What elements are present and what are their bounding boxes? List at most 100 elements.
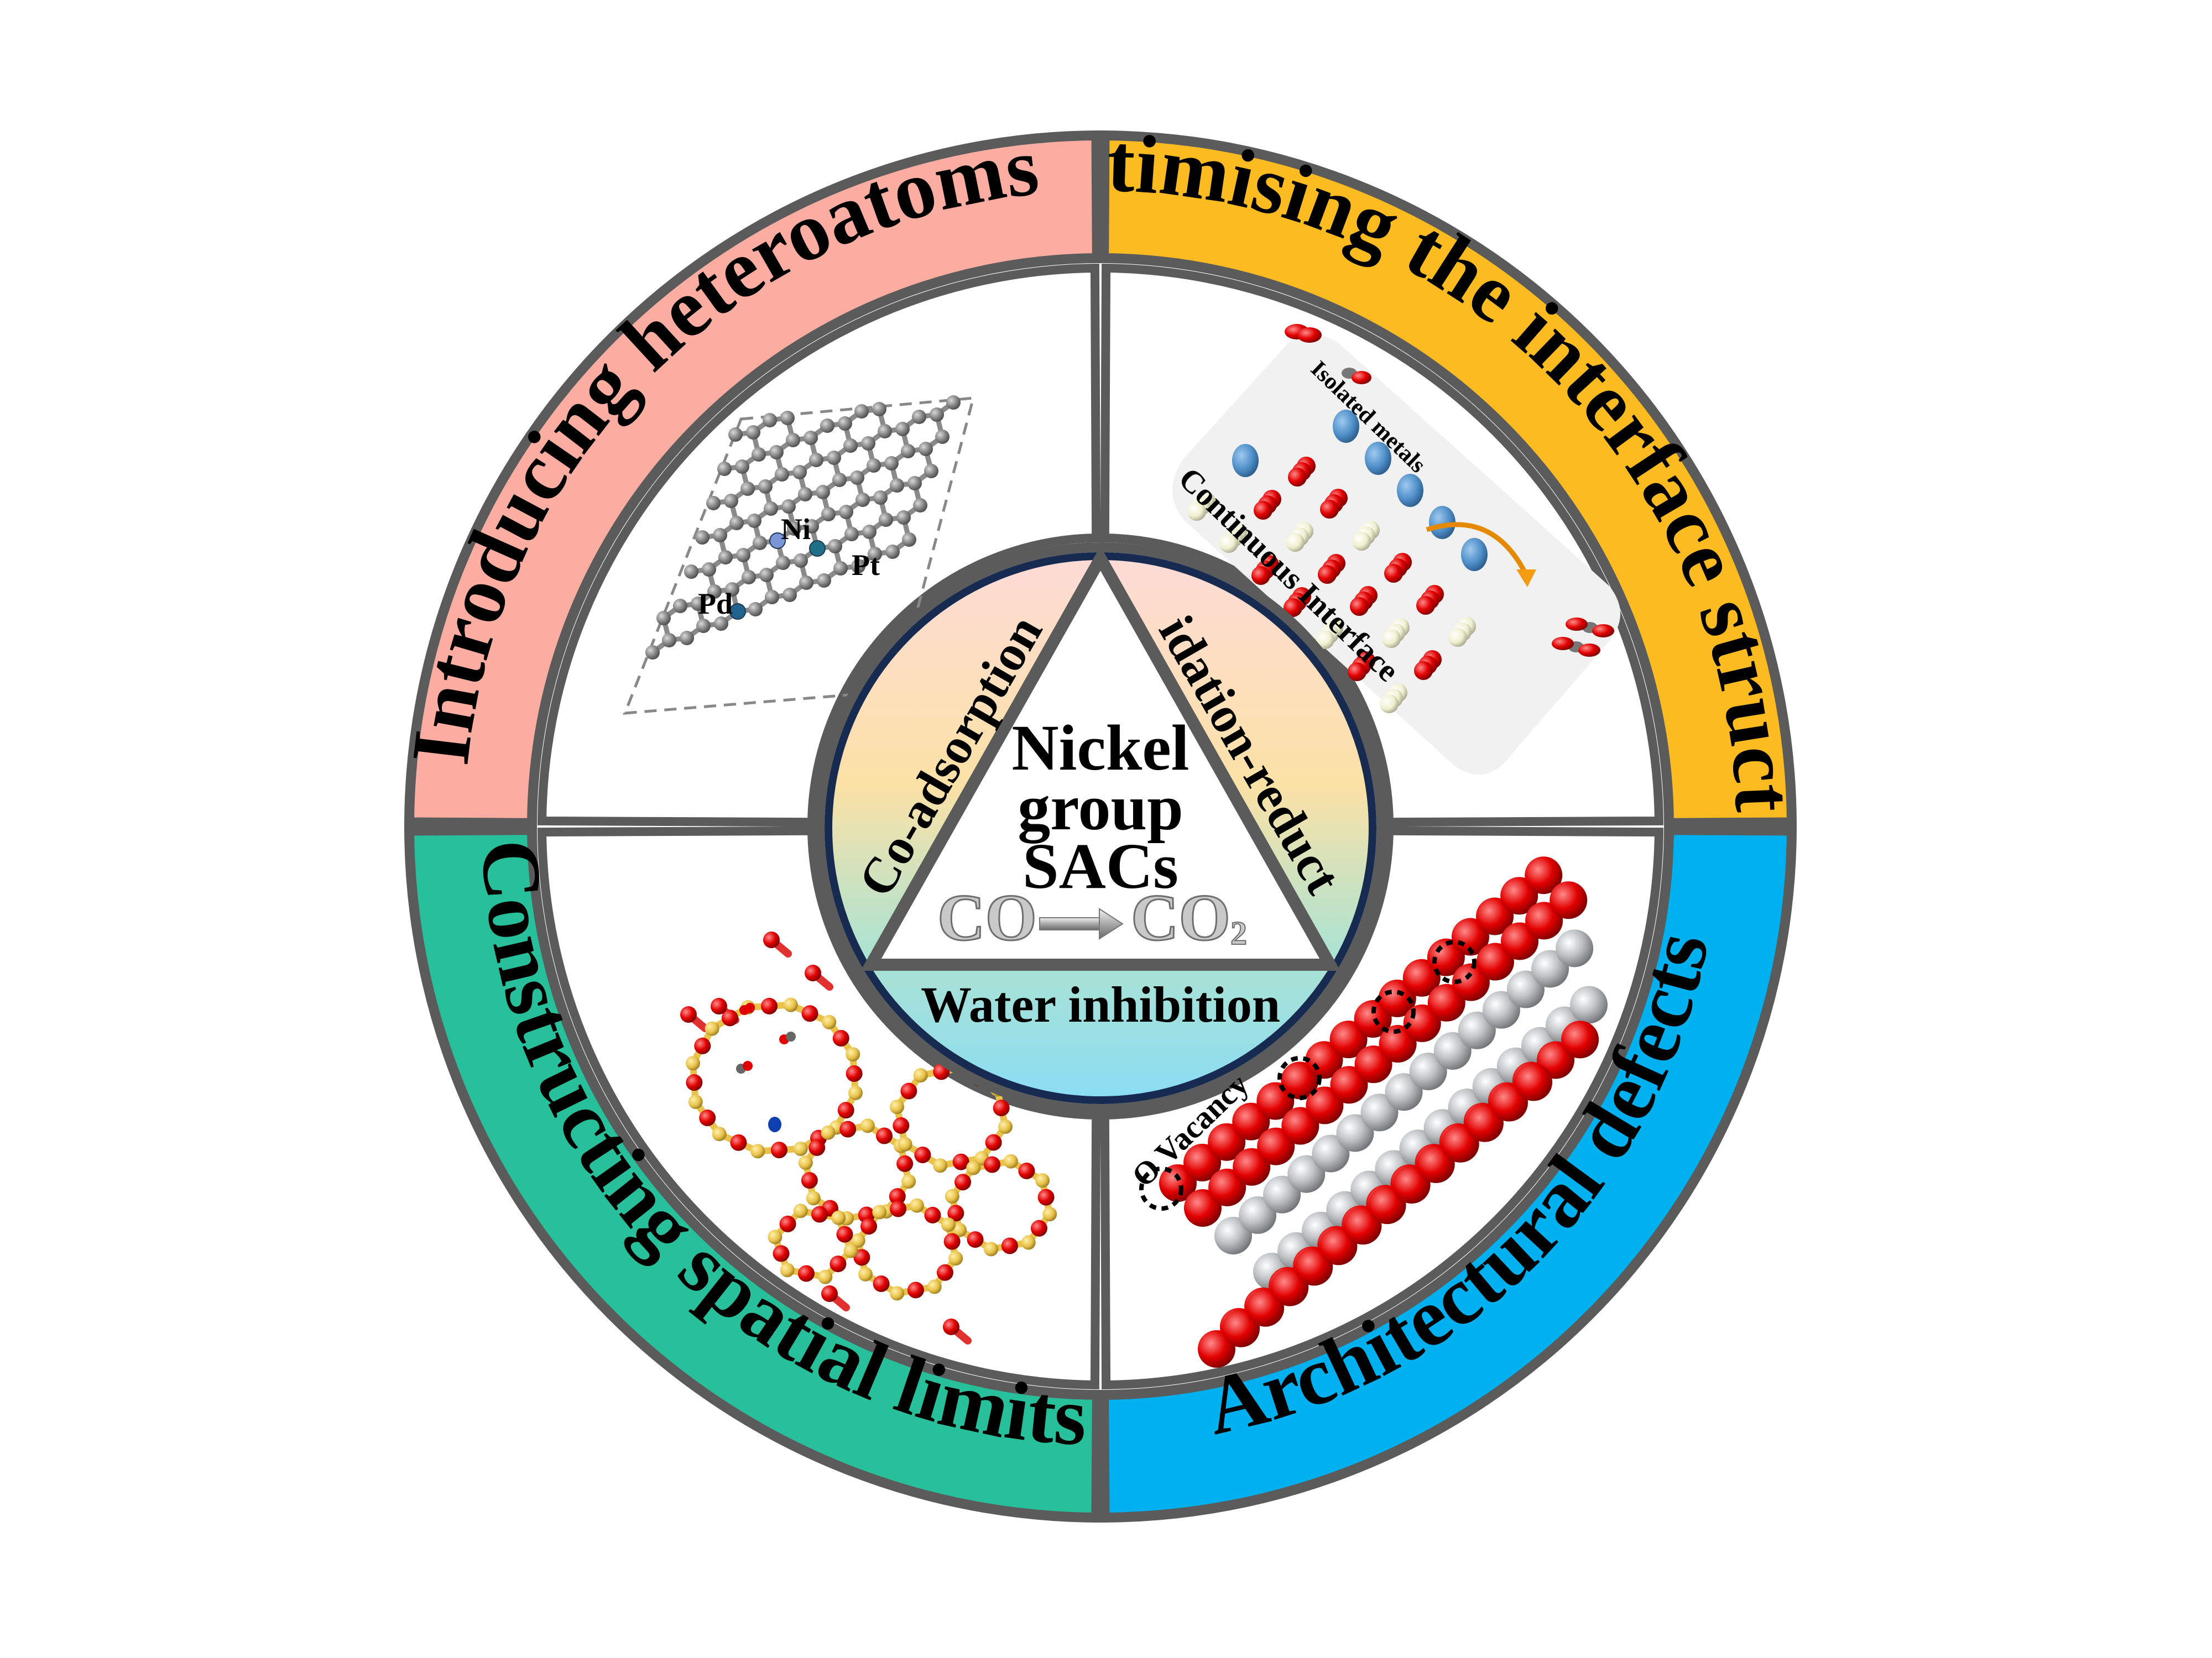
- oxygen-atom: [1001, 1237, 1018, 1254]
- center-title-line-2: group: [1018, 771, 1183, 844]
- silicon-atom: [941, 1217, 956, 1232]
- outer-ring: [404, 130, 1797, 1523]
- metal-atom: [1333, 410, 1359, 443]
- oxygen-atom: [761, 997, 778, 1014]
- carbon-atom: [717, 462, 732, 476]
- silicon-atom: [793, 1141, 808, 1156]
- silicon-atom: [890, 1286, 905, 1301]
- carbon-atom: [662, 633, 676, 647]
- silicon-atom: [843, 1243, 858, 1258]
- carbon-atom: [854, 404, 869, 419]
- oxygen-atom: [763, 932, 780, 948]
- silicon-atom: [952, 1222, 967, 1237]
- atom-pd: [729, 603, 746, 620]
- carbon-atom: [776, 556, 790, 570]
- silicon-atom: [998, 1119, 1013, 1134]
- carbon-atom: [753, 536, 767, 550]
- center-title-line-1: Nickel: [1011, 712, 1189, 784]
- carbon-atom: [873, 490, 888, 505]
- carbon-atom: [851, 559, 865, 573]
- carbon-atom: [843, 438, 858, 453]
- silicon-atom: [750, 1144, 765, 1159]
- oxygen-atom: [936, 1264, 953, 1281]
- metal-atom: [1429, 506, 1455, 539]
- side-label-water-inhibition: Water inhibition: [921, 976, 1280, 1033]
- metal-atom: [1397, 474, 1423, 507]
- carbon-atom: [919, 442, 933, 456]
- carbon-atom: [736, 548, 750, 562]
- carbon-atom: [804, 431, 818, 445]
- carbon-atom: [912, 410, 926, 424]
- oxygen-atom: [686, 1074, 703, 1091]
- silicon-atom: [768, 1230, 782, 1244]
- silicon-atom: [818, 1269, 833, 1284]
- oxygen-atom: [680, 1006, 697, 1023]
- silicon-atom: [705, 1021, 719, 1036]
- carbon-atom: [935, 430, 950, 444]
- carbon-atom: [821, 507, 836, 521]
- oxygen-atom: [773, 1245, 790, 1262]
- silicon-atom: [1035, 1173, 1050, 1188]
- support-atom: [1352, 532, 1371, 551]
- oxygen-atom: [993, 1100, 1010, 1117]
- carbon-atom: [781, 499, 796, 514]
- carbon-atom: [780, 411, 795, 425]
- carbon-atom: [798, 487, 812, 501]
- carbon-atom: [706, 496, 721, 510]
- silicon-atom: [927, 1279, 942, 1294]
- oxygen-atom: [1561, 1021, 1599, 1059]
- silicon-atom: [858, 1267, 873, 1282]
- migration-arrow: [1426, 522, 1529, 577]
- carbon-atom: [885, 545, 900, 559]
- metal-single-atom: [768, 1117, 781, 1132]
- silicon-atom: [821, 1125, 836, 1140]
- carbon-atom: [820, 419, 834, 433]
- silicon-atom: [798, 1155, 813, 1170]
- carbon-atom: [817, 573, 831, 588]
- silicon-atom: [685, 1056, 700, 1071]
- co2-oxygen: [1592, 624, 1614, 637]
- oxygen-atom: [1515, 1063, 1553, 1101]
- carbon-atom: [907, 476, 922, 490]
- carbon-atom: [913, 498, 927, 512]
- atom-label-pd: Pd: [698, 587, 733, 620]
- atom-ni: [769, 532, 786, 549]
- oxygen-atom: [1018, 1162, 1035, 1179]
- oxygen-atom: [893, 1117, 910, 1134]
- silicon-atom: [831, 1210, 846, 1225]
- carbon-atom: [740, 482, 755, 496]
- metal-atom: [1365, 442, 1391, 475]
- support-atom: [1448, 628, 1467, 647]
- oxygen-atom: [943, 1233, 961, 1250]
- carbon-atom: [656, 611, 671, 625]
- oxygen-atom: [984, 1156, 1001, 1173]
- carbon-atom: [862, 525, 877, 539]
- oxygen-atom: [924, 1206, 941, 1223]
- oxygen-atom: [1254, 501, 1272, 520]
- oxygen-atom: [821, 1285, 838, 1302]
- carbon-atom: [946, 395, 961, 410]
- oxygen-atom: [1284, 598, 1302, 617]
- carbon-atom: [729, 516, 744, 530]
- carbon-atom: [775, 467, 789, 482]
- carbon-atom: [746, 425, 760, 440]
- oxygen-atom: [1350, 597, 1369, 616]
- oxygen-atom: [1550, 881, 1588, 919]
- silicon-atom: [780, 1263, 795, 1278]
- support-atom: [1286, 533, 1305, 552]
- oxygen-atom: [1416, 596, 1435, 615]
- carbon-atom: [714, 616, 728, 631]
- carbon-atom: [838, 416, 852, 431]
- support-atom: [1219, 534, 1238, 553]
- carbon-atom: [725, 582, 739, 597]
- carbon-atom: [809, 453, 823, 467]
- carbon-atom: [884, 456, 899, 470]
- silicon-atom: [945, 1189, 959, 1204]
- oxygen-atom: [836, 1226, 853, 1243]
- oxygen-atom: [914, 1146, 931, 1163]
- oxygen-atom: [985, 1134, 1002, 1151]
- carbon-atom: [855, 493, 870, 507]
- co-molecule-oxygen: [1352, 371, 1371, 384]
- carbon-atom: [890, 478, 904, 493]
